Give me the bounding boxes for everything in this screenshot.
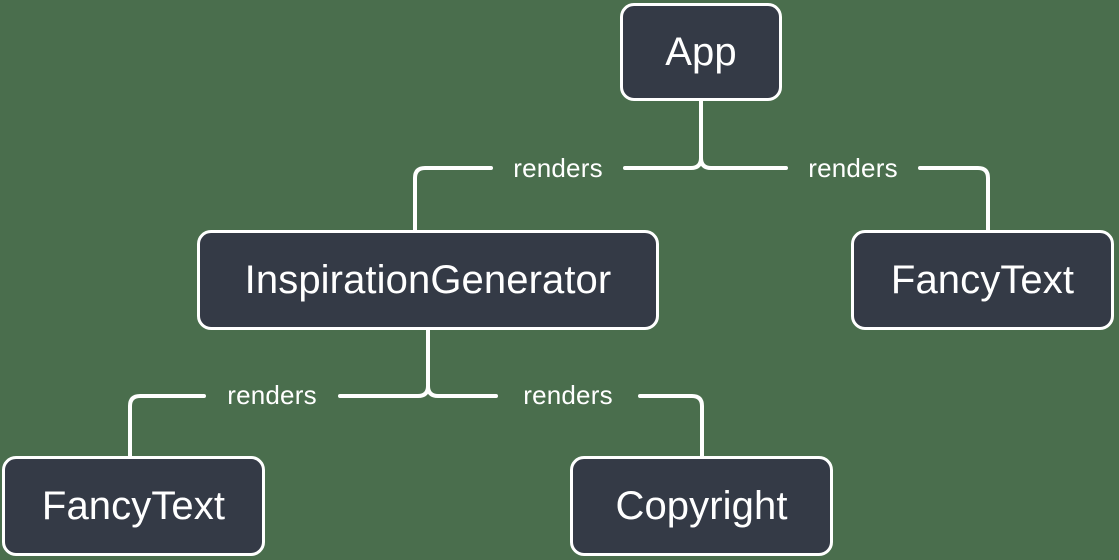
edge-label-app-to-fancytext: renders [808, 153, 898, 183]
node-fancytext-right[interactable]: FancyText [851, 230, 1114, 330]
connector-inspirationgenerator-to-copyright-left [426, 328, 498, 398]
connector-app-to-inspirationgenerator-right [413, 166, 493, 232]
connector-app-to-inspirationgenerator-left [623, 99, 703, 170]
node-copyright-label: Copyright [615, 484, 788, 528]
node-inspirationgenerator[interactable]: InspirationGenerator [197, 230, 659, 330]
connector-app-to-fancytext-right [918, 166, 990, 232]
node-fancytext-bottom-label: FancyText [41, 484, 226, 528]
edge-label-inspirationgenerator-to-copyright: renders [523, 380, 613, 410]
node-inspirationgenerator-label: InspirationGenerator [244, 258, 612, 302]
connector-inspirationgenerator-to-copyright-right [638, 394, 704, 458]
node-app[interactable]: App [620, 3, 782, 101]
node-app-label: App [665, 30, 737, 74]
node-fancytext-right-label: FancyText [890, 258, 1075, 302]
connector-app-to-fancytext-left [699, 99, 788, 170]
edge-label-app-to-inspirationgenerator: renders [513, 153, 603, 183]
node-fancytext-bottom[interactable]: FancyText [2, 456, 265, 556]
connector-inspirationgenerator-to-fancytext-right [128, 394, 206, 458]
edge-label-inspirationgenerator-to-fancytext: renders [227, 380, 317, 410]
connector-inspirationgenerator-to-fancytext-left [338, 328, 430, 398]
node-copyright[interactable]: Copyright [570, 456, 833, 556]
